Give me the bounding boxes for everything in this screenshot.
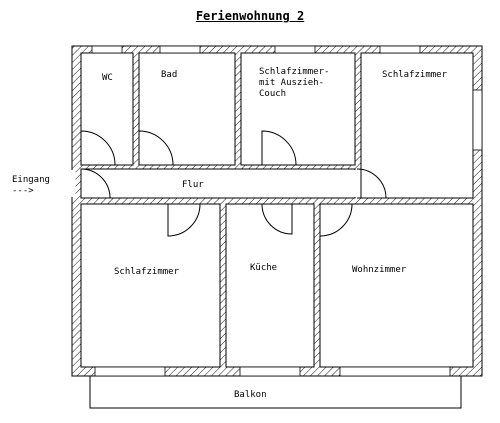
door-kueche (261, 203, 293, 235)
label-balkon: Balkon (234, 390, 267, 400)
door-wc (80, 130, 116, 166)
windows (91, 45, 483, 377)
room-labels: WC Bad Schlafzimmer- mit Auszieh- Couch … (102, 67, 448, 400)
doors (80, 130, 387, 237)
door-entrance (80, 168, 111, 199)
label-bad: Bad (161, 70, 177, 80)
entrance-label: Eingang (12, 175, 50, 185)
label-schlafzimmer-ne: Schlafzimmer (382, 70, 448, 80)
door-schlafzimmer-sw (167, 203, 201, 237)
label-wc: WC (102, 73, 113, 83)
room-bad (138, 52, 236, 166)
label-kueche: Küche (250, 263, 277, 273)
door-bad (138, 130, 174, 166)
room-wc (80, 52, 134, 166)
door-schlafzimmer-couch (261, 130, 297, 166)
plan-title: Ferienwohnung 2 (195, 9, 305, 23)
label-flur: Flur (182, 180, 204, 190)
room-schlafzimmer-couch (240, 52, 356, 166)
label-schlafzimmer-couch-2: mit Auszieh- (259, 78, 324, 88)
label-schlafzimmer-couch-1: Schlafzimmer- (259, 67, 329, 77)
entrance-arrow: ---> (12, 186, 34, 196)
entrance-marker: Eingang ---> (12, 175, 50, 196)
balcony (89, 376, 462, 409)
label-wohnzimmer: Wohnzimmer (352, 265, 407, 275)
wall-openings (68, 170, 361, 197)
door-schlafzimmer-ne (356, 168, 387, 199)
label-schlafzimmer-sw: Schlafzimmer (114, 267, 180, 277)
room-kueche (225, 203, 315, 368)
room-interiors (80, 52, 474, 368)
label-schlafzimmer-couch-3: Couch (259, 89, 286, 99)
room-schlafzimmer-sw (80, 203, 221, 368)
room-flur (80, 168, 356, 199)
room-wohnzimmer (319, 203, 474, 368)
door-wohnzimmer (319, 203, 353, 237)
